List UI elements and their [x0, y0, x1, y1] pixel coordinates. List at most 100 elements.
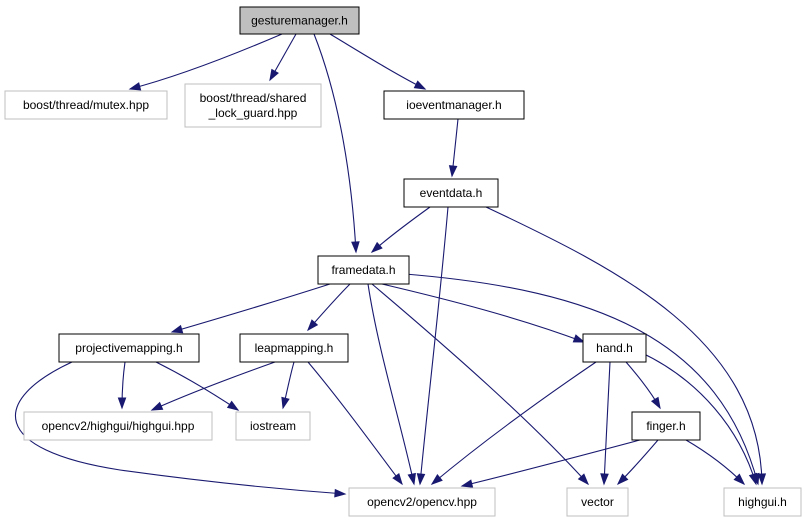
- edge-leapmapping-to-opencv: [307, 361, 403, 486]
- edge-arrowhead: [370, 241, 383, 253]
- node-shared_lock: boost/thread/shared_lock_guard.hpp: [184, 83, 322, 128]
- edge-line: [685, 439, 745, 485]
- edge-arrowhead: [226, 400, 240, 411]
- edge-line: [431, 361, 597, 485]
- edge-framedata-to-leapmapping: [307, 283, 351, 332]
- edge-framedata-to-projectivemapping: [170, 283, 331, 334]
- node-mutex: boost/thread/mutex.hpp: [4, 90, 168, 120]
- edge-line: [371, 206, 431, 253]
- node-highgui_hpp: opencv2/highgui/highgui.hpp: [23, 411, 213, 441]
- edge-line: [381, 283, 585, 343]
- node-box: [4, 90, 168, 120]
- node-finger[interactable]: finger.h: [631, 411, 701, 441]
- edge-arrowhead: [600, 473, 609, 486]
- node-label: framedata.h: [331, 263, 395, 277]
- edge-arrowhead: [448, 165, 458, 178]
- edge-line: [151, 361, 276, 411]
- node-iostream: iostream: [235, 411, 311, 441]
- edge-hand-to-finger: [625, 361, 661, 410]
- edge-line: [404, 273, 759, 485]
- edge-arrowhead: [733, 473, 746, 486]
- edge-arrowhead: [416, 473, 426, 486]
- node-label: hand.h: [596, 341, 633, 355]
- edge-line: [639, 351, 757, 485]
- edge-arrowhead: [307, 319, 319, 332]
- edge-line: [171, 283, 331, 333]
- edge-hand-to-vector: [600, 361, 611, 486]
- node-box: [235, 411, 311, 441]
- edge-gesturemanager-to-shared_lock: [269, 33, 297, 82]
- edge-projectivemapping-to-opencv: [15, 361, 347, 498]
- node-label: iostream: [250, 419, 296, 433]
- edge-framedata-to-vector: [371, 283, 589, 486]
- node-box: [239, 333, 349, 363]
- edge-line: [313, 33, 357, 253]
- edge-arrowhead: [334, 488, 347, 498]
- edge-line: [603, 361, 611, 485]
- edge-finger-to-highgui_h: [685, 439, 746, 486]
- node-label: _lock_guard.hpp: [208, 106, 298, 120]
- node-hand[interactable]: hand.h: [582, 333, 647, 363]
- node-projectivemapping[interactable]: projectivemapping.h: [58, 333, 200, 363]
- edge-line: [15, 361, 346, 495]
- node-label: opencv2/opencv.hpp: [367, 495, 477, 509]
- edge-gesturemanager-to-ioeventmanager: [329, 33, 427, 90]
- nodes-layer: gesturemanager.h boost/thread/mutex.hpp bo…: [4, 6, 802, 517]
- edge-eventdata-to-opencv: [416, 206, 449, 486]
- edge-arrowhead: [351, 241, 360, 254]
- node-box: [184, 83, 322, 128]
- node-box: [582, 333, 647, 363]
- edge-arrowhead: [281, 396, 290, 410]
- edge-hand-to-opencv: [430, 361, 597, 485]
- edge-projectivemapping-to-iostream: [155, 361, 240, 411]
- node-label: boost/thread/mutex.hpp: [23, 98, 149, 112]
- edge-line: [371, 283, 589, 485]
- node-box: [23, 411, 213, 441]
- edge-line: [329, 33, 426, 90]
- node-label: leapmapping.h: [255, 341, 334, 355]
- edge-arrowhead: [150, 401, 164, 411]
- edge-line: [419, 206, 449, 485]
- edge-finger-to-opencv: [460, 439, 641, 488]
- edge-leapmapping-to-highgui_hpp: [150, 361, 276, 411]
- node-label: vector: [581, 495, 614, 509]
- node-leapmapping[interactable]: leapmapping.h: [239, 333, 349, 363]
- node-label: boost/thread/shared: [200, 91, 307, 105]
- node-label: eventdata.h: [420, 186, 483, 200]
- edge-line: [461, 439, 641, 487]
- node-ioeventmanager[interactable]: ioeventmanager.h: [383, 90, 525, 120]
- edge-line: [129, 33, 283, 90]
- edge-arrowhead: [392, 473, 403, 486]
- node-label: projectivemapping.h: [75, 341, 182, 355]
- edge-arrowhead: [572, 334, 586, 343]
- edge-arrowhead: [170, 324, 184, 334]
- node-label: finger.h: [646, 419, 685, 433]
- edge-gesturemanager-to-framedata: [313, 33, 360, 254]
- edge-finger-to-vector: [616, 439, 659, 486]
- edge-arrowhead: [650, 396, 661, 410]
- node-label: ioeventmanager.h: [406, 98, 501, 112]
- node-framedata[interactable]: framedata.h: [317, 255, 410, 285]
- node-eventdata[interactable]: eventdata.h: [403, 178, 499, 208]
- edge-arrowhead: [128, 82, 142, 91]
- edge-framedata-to-hand: [381, 283, 586, 343]
- edge-arrowhead: [757, 473, 767, 486]
- node-box: [317, 255, 410, 285]
- edge-arrowhead: [748, 472, 758, 486]
- node-box: [631, 411, 701, 441]
- node-box: [566, 487, 629, 517]
- edge-gesturemanager-to-mutex: [128, 33, 283, 91]
- edges-layer: [15, 33, 767, 498]
- edge-line: [367, 283, 415, 485]
- edge-line: [307, 361, 403, 485]
- node-gesturemanager[interactable]: gesturemanager.h: [239, 6, 360, 35]
- node-highgui_h: highgui.h: [723, 487, 802, 517]
- edge-framedata-to-opencv: [367, 283, 416, 486]
- edge-arrowhead: [413, 80, 427, 90]
- edge-arrowhead: [577, 473, 589, 486]
- node-box: [723, 487, 802, 517]
- edge-arrowhead: [616, 473, 629, 486]
- edge-leapmapping-to-iostream: [281, 361, 295, 410]
- edge-ioeventmanager-to-eventdata: [448, 118, 459, 178]
- edge-arrowhead: [460, 479, 474, 488]
